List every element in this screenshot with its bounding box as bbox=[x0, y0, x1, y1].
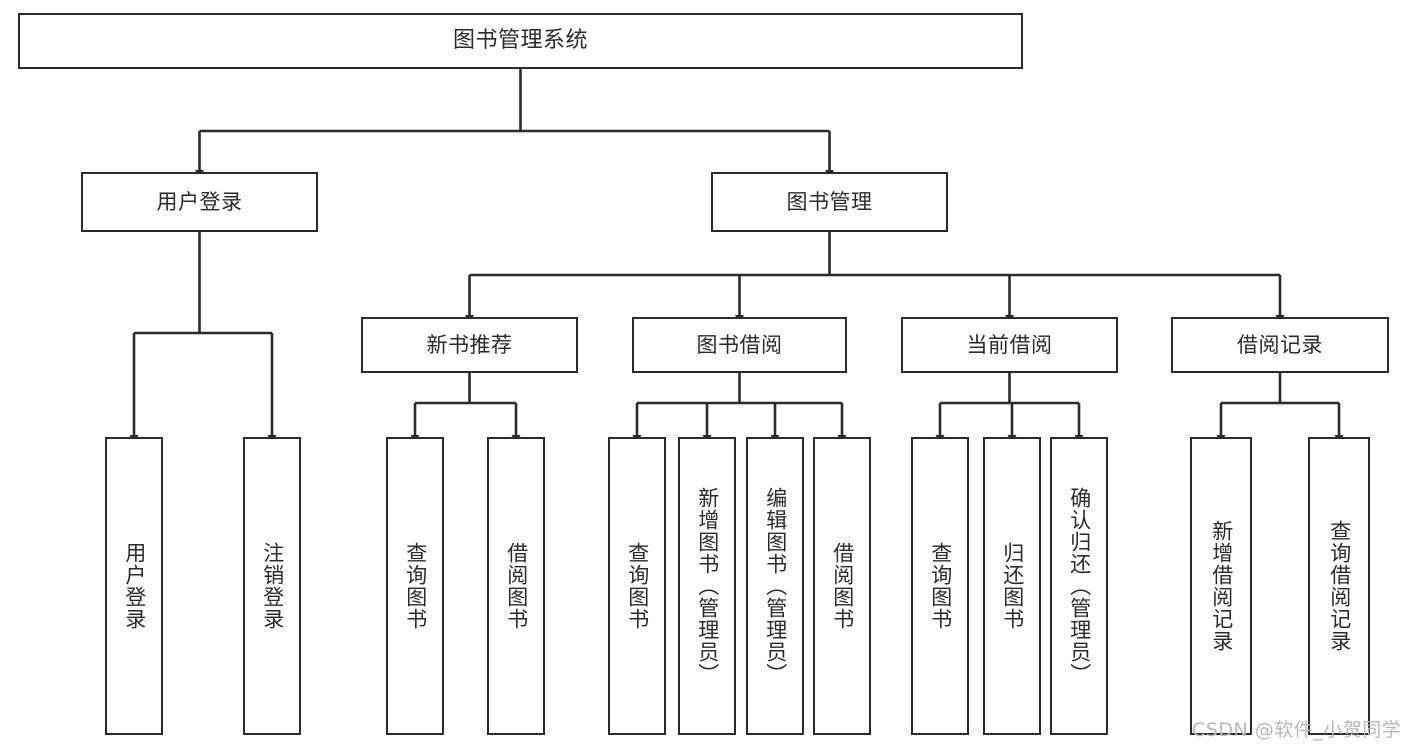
node-label: 借阅记录 bbox=[1237, 332, 1323, 357]
node-label: 当前借阅 bbox=[966, 332, 1053, 357]
node-label: 新增图书（管理员） bbox=[695, 487, 720, 685]
node-borrow-record[interactable]: 借阅记录 bbox=[1171, 317, 1389, 373]
node-leaf-rec-add-record[interactable]: 新增借阅记录 bbox=[1190, 437, 1252, 735]
node-leaf-borrow-lend-book[interactable]: 借阅图书 bbox=[813, 437, 871, 735]
node-label: 用户登录 bbox=[156, 189, 243, 214]
node-leaf-cur-return-book[interactable]: 归还图书 bbox=[983, 437, 1041, 735]
node-label: 图书管理系统 bbox=[452, 28, 588, 54]
connector-group bbox=[129, 69, 1344, 444]
node-label: 查询图书 bbox=[928, 542, 953, 630]
node-current-borrow[interactable]: 当前借阅 bbox=[901, 317, 1118, 373]
node-label: 查询图书 bbox=[625, 542, 650, 630]
node-book-borrow[interactable]: 图书借阅 bbox=[632, 317, 847, 373]
node-label: 用户登录 bbox=[122, 542, 147, 630]
node-user-login[interactable]: 用户登录 bbox=[81, 172, 318, 232]
node-label: 图书借阅 bbox=[696, 332, 783, 357]
node-leaf-borrow-add-book[interactable]: 新增图书（管理员） bbox=[678, 437, 736, 735]
node-leaf-rec-query-record[interactable]: 查询借阅记录 bbox=[1308, 437, 1370, 735]
node-leaf-user-login[interactable]: 用户登录 bbox=[105, 437, 163, 735]
node-label: 借阅图书 bbox=[504, 542, 529, 630]
node-new-book-rec[interactable]: 新书推荐 bbox=[361, 317, 578, 373]
node-leaf-cur-confirm-return[interactable]: 确认归还（管理员） bbox=[1050, 437, 1108, 735]
node-label: 借阅图书 bbox=[830, 542, 855, 630]
node-leaf-rec-query-book[interactable]: 查询图书 bbox=[386, 437, 444, 735]
node-label: 查询图书 bbox=[403, 542, 428, 630]
node-label: 新书推荐 bbox=[426, 332, 513, 357]
node-book-manage[interactable]: 图书管理 bbox=[711, 172, 948, 232]
node-label: 新增借阅记录 bbox=[1209, 520, 1234, 652]
node-leaf-user-logout[interactable]: 注销登录 bbox=[243, 437, 301, 735]
node-leaf-borrow-edit-book[interactable]: 编辑图书（管理员） bbox=[746, 437, 804, 735]
node-label: 图书管理 bbox=[786, 189, 873, 214]
node-label: 确认归还（管理员） bbox=[1067, 487, 1092, 685]
node-label: 查询借阅记录 bbox=[1327, 520, 1352, 652]
node-label: 编辑图书（管理员） bbox=[763, 487, 788, 685]
node-leaf-rec-borrow-book[interactable]: 借阅图书 bbox=[487, 437, 545, 735]
node-root[interactable]: 图书管理系统 bbox=[18, 13, 1023, 69]
node-label: 归还图书 bbox=[1000, 542, 1025, 630]
node-label: 注销登录 bbox=[260, 542, 285, 630]
node-leaf-borrow-query-book[interactable]: 查询图书 bbox=[608, 437, 666, 735]
node-leaf-cur-query-book[interactable]: 查询图书 bbox=[911, 437, 969, 735]
